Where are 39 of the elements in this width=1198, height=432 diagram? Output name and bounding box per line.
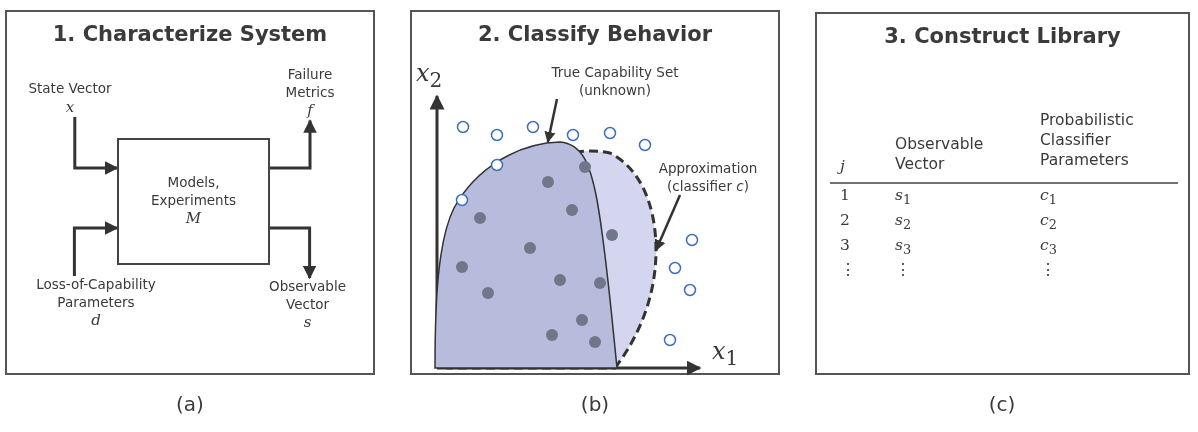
arrow (72, 221, 119, 276)
panel-title: 1. Characterize System (51, 22, 329, 46)
table-cell: 3 (840, 235, 850, 256)
signal-label: Observable Vector s (255, 278, 360, 333)
panel (815, 12, 1190, 375)
panel (5, 10, 375, 375)
table-cell: ⋮ (840, 260, 856, 281)
table-cell: ⋮ (895, 260, 911, 281)
table-cell: c$_{1}$ (1040, 185, 1057, 209)
callout-text: Approximation (classifier c) (640, 160, 776, 196)
axis-label: x$_{1}$ (712, 336, 739, 371)
signal-label: Failure Metrics f (265, 66, 355, 121)
callout-text: True Capability Set (unknown) (540, 64, 690, 100)
arrow (270, 226, 317, 280)
panel (410, 10, 780, 375)
panel-caption: (c) (987, 392, 1017, 416)
arrow (270, 119, 317, 170)
signal-label: State Vector x (10, 80, 130, 118)
leader-line (544, 98, 559, 144)
leader-line (654, 194, 682, 252)
column-header: Probabilistic Classifier Parameters (1040, 110, 1135, 171)
signal-label: Loss-of-Capability Parameters d (6, 276, 186, 331)
arrow (73, 117, 119, 175)
column-header: Observable Vector (895, 134, 985, 175)
panel-caption: (a) (175, 392, 205, 416)
table-cell: c$_{2}$ (1040, 210, 1057, 234)
axis-label: x$_{2}$ (416, 58, 443, 93)
table-cell: 2 (840, 210, 850, 231)
table-cell: s$_{1}$ (895, 185, 912, 209)
panel-title: 2. Classify Behavior (476, 22, 714, 46)
table-cell: c$_{3}$ (1040, 235, 1057, 259)
panel-title: 3. Construct Library (883, 24, 1122, 48)
process-box: Models, Experiments M (117, 138, 270, 265)
table-cell: 1 (840, 185, 850, 206)
capability-region (434, 141, 618, 369)
table-cell: ⋮ (1040, 260, 1056, 281)
table-cell: s$_{2}$ (895, 210, 912, 234)
panel-caption: (b) (579, 392, 611, 416)
table-cell: s$_{3}$ (895, 235, 912, 259)
